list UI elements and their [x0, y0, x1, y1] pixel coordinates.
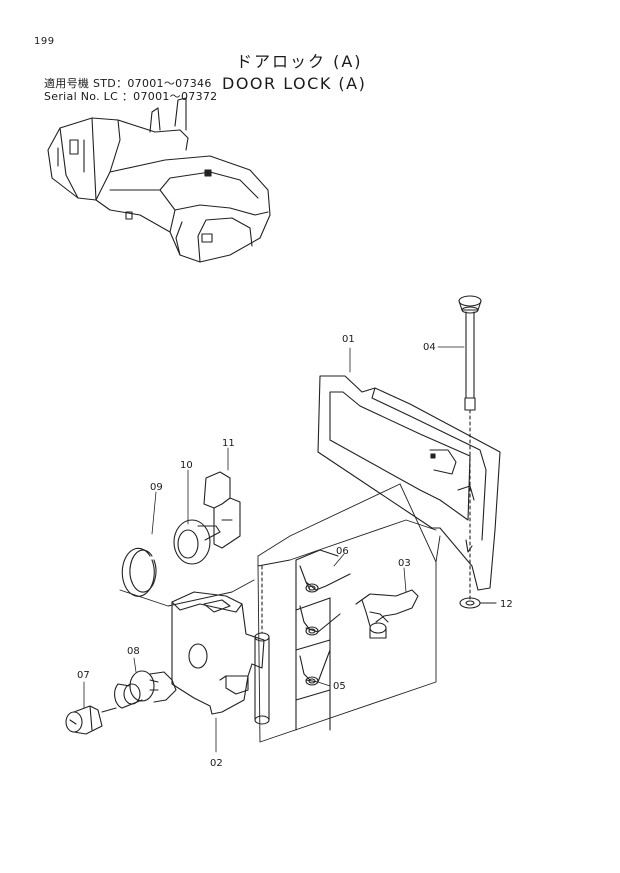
part-08-cylinder-nut [114, 670, 177, 709]
callout-06: 06 [336, 546, 349, 557]
part-07-key-cylinder [65, 705, 117, 735]
serial-line-lc: Serial No. LC ：07001～07372 [44, 90, 218, 103]
callout-02: 02 [210, 758, 223, 769]
excavator-location-illustration [47, 97, 271, 263]
part-10-washer [173, 519, 221, 565]
title-japanese: ドアロック (A) [236, 52, 363, 71]
part-04-pin [458, 295, 482, 601]
callout-05: 05 [333, 681, 346, 692]
callout-12: 12 [500, 599, 513, 610]
title-english: DOOR LOCK (A) [222, 74, 367, 93]
part-05-spring [299, 649, 331, 686]
part-06-spring-middle [299, 605, 341, 636]
callout-09: 09 [150, 482, 163, 493]
part-06-spring-top [299, 565, 351, 593]
part-03-latch-lever [355, 589, 419, 639]
part-12-snap-ring [459, 597, 497, 609]
callout-01: 01 [342, 334, 355, 345]
callout-03: 03 [398, 558, 411, 569]
part-01-lock-plate [317, 375, 501, 591]
callout-leader-lines [83, 346, 465, 753]
callout-04: 04 [423, 342, 436, 353]
callout-08: 08 [127, 646, 140, 657]
part-09-snap-ring [121, 547, 157, 597]
serial-line-std: 適用号機 STD：07001～07346 [44, 77, 212, 90]
housing-guide-line [119, 579, 255, 607]
callout-07: 07 [77, 670, 90, 681]
callout-11: 11 [222, 438, 235, 449]
part-02-lock-body [171, 565, 270, 725]
parts-03-05-06-spring-frame [295, 549, 339, 731]
callout-10: 10 [180, 460, 193, 471]
part-11-pad [203, 471, 241, 549]
page-number: 199 [34, 36, 55, 47]
assembly-guide-lines [257, 483, 441, 743]
